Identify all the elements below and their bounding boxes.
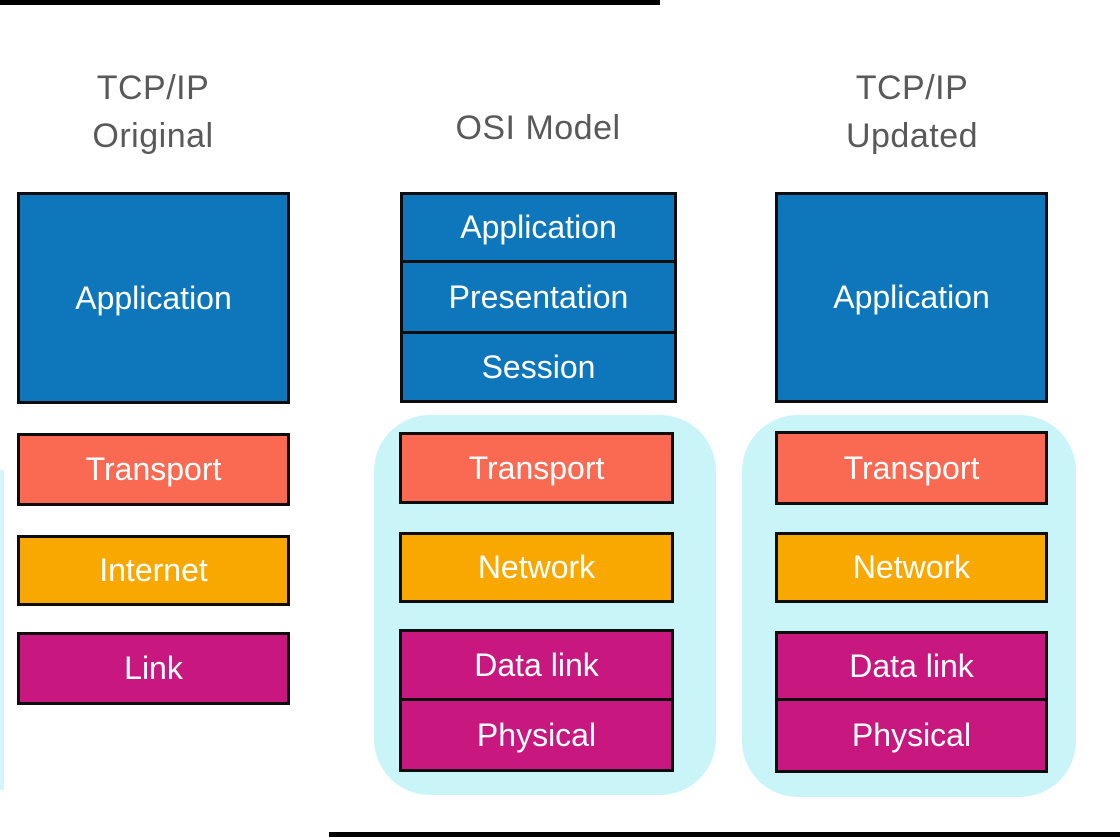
column-title-osi-model: OSI Model: [420, 104, 656, 152]
tcpip-original-transport-box: Transport: [17, 433, 290, 506]
title-line: OSI Model: [455, 109, 621, 147]
title-line: Updated: [845, 117, 979, 155]
layer-label: Transport: [85, 451, 222, 487]
layer-label: Presentation: [448, 278, 629, 315]
column-title-tcpip-original: TCP/IP Original: [28, 64, 278, 160]
top-border-line: [0, 0, 660, 5]
layer-label: Physical: [476, 716, 597, 753]
tcpip-updated-transport-box: Transport: [775, 431, 1048, 505]
layer-label: Transport: [843, 449, 980, 486]
layer-label: Link: [124, 650, 183, 686]
osi-application-box: Application: [400, 192, 677, 263]
layer-label: Internet: [99, 552, 208, 588]
osi-physical-box: Physical: [399, 698, 674, 772]
tcpip-updated-network-box: Network: [775, 532, 1048, 603]
layer-label: Transport: [468, 449, 605, 486]
title-line: Original: [92, 117, 214, 155]
tcpip-original-internet-box: Internet: [17, 535, 290, 606]
cropped-group-edge: [0, 470, 4, 790]
layer-label: Network: [852, 549, 971, 585]
tcpip-original-application-box: Application: [17, 192, 290, 404]
tcpip-updated-physical-box: Physical: [775, 698, 1048, 773]
layer-label: Physical: [851, 717, 972, 753]
layer-label: Session: [481, 348, 596, 385]
bottom-border-line: [329, 832, 1120, 837]
layer-label: Application: [833, 279, 990, 315]
layer-label: Data link: [849, 647, 974, 684]
column-title-tcpip-updated: TCP/IP Updated: [792, 64, 1032, 160]
osi-network-box: Network: [399, 532, 674, 603]
tcpip-updated-data-link-box: Data link: [775, 631, 1048, 701]
layer-label: Application: [75, 279, 232, 316]
osi-presentation-box: Presentation: [400, 260, 677, 334]
osi-session-box: Session: [400, 331, 677, 403]
layer-label: Network: [477, 549, 596, 585]
osi-data-link-box: Data link: [399, 629, 674, 701]
title-line: TCP/IP: [855, 69, 969, 107]
osi-transport-box: Transport: [399, 432, 674, 504]
title-line: TCP/IP: [96, 69, 210, 107]
tcpip-original-link-box: Link: [17, 632, 290, 705]
layer-label: Data link: [474, 646, 599, 683]
tcpip-updated-application-box: Application: [775, 192, 1048, 403]
layer-label: Application: [460, 209, 617, 245]
